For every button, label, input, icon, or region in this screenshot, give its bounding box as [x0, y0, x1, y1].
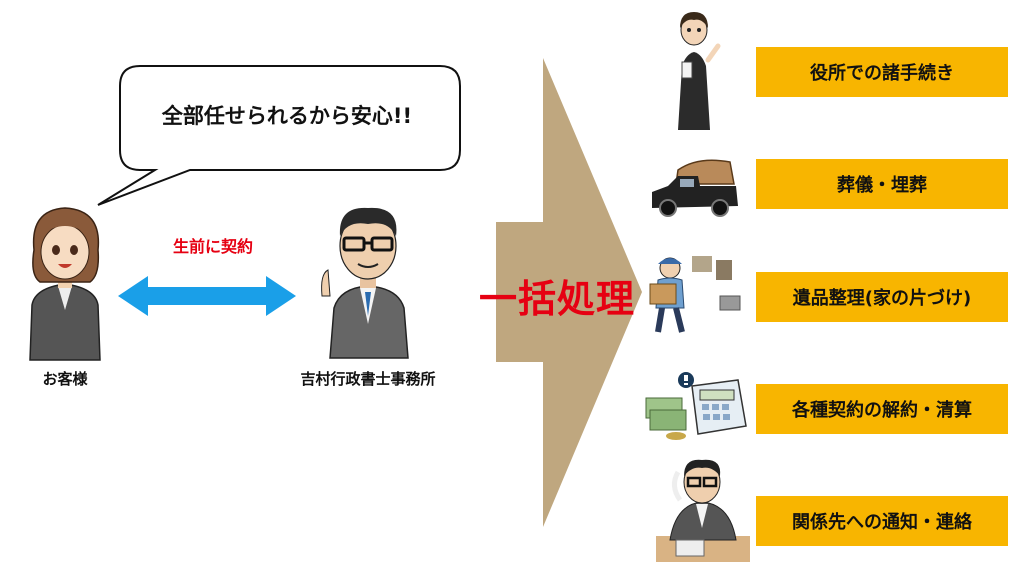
customer-woman-icon	[29, 207, 101, 361]
bulk-processing-label: 一括処理	[478, 277, 635, 321]
clerk-woman-icon	[678, 12, 721, 130]
speech-bubble-text: 全部任せられるから安心!!	[161, 104, 413, 128]
service-box-5: 関係先への通知・連絡	[756, 496, 1008, 546]
man-on-phone-icon	[656, 459, 750, 562]
hearse-icon	[652, 159, 738, 217]
calculator-money-icon	[645, 372, 747, 440]
office-label: 吉村行政書士事務所	[300, 370, 436, 388]
office-man-icon	[321, 207, 409, 359]
service-box-1: 役所での諸手続き	[756, 47, 1008, 97]
mover-icon	[649, 256, 741, 333]
service-box-3: 遺品整理(家の片づけ)	[756, 272, 1008, 322]
contract-label: 生前に契約	[172, 237, 253, 256]
service-box-4: 各種契約の解約・清算	[756, 384, 1008, 434]
customer-label: お客様	[42, 370, 88, 388]
double-arrow-icon	[118, 276, 296, 316]
service-box-2: 葬儀・埋葬	[756, 159, 1008, 209]
